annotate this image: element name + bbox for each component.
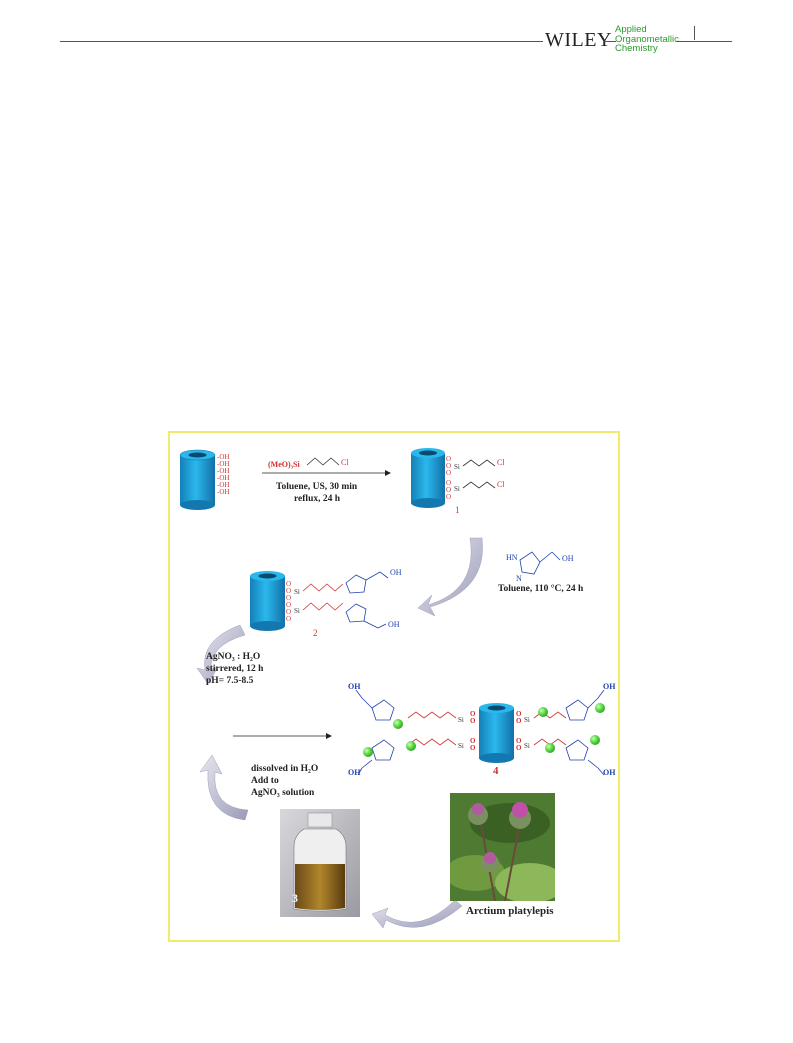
- curved-arrow-1: [417, 537, 483, 617]
- svg-text:Si: Si: [524, 742, 530, 750]
- journal-line2: Organometallic: [615, 33, 679, 45]
- triazole-oh: OH: [562, 554, 574, 563]
- step1-condition-2: reflux, 24 h: [294, 494, 341, 504]
- compound2-oh-top: OH: [390, 568, 402, 577]
- extract-vial-photo: [280, 809, 360, 917]
- svg-text:O: O: [286, 580, 291, 588]
- svg-text:Si: Si: [454, 485, 460, 493]
- triazole-n: N: [516, 574, 522, 583]
- step3-line3: pH= 7.5-8.5: [206, 676, 254, 686]
- journal-line1: Applied: [615, 24, 647, 35]
- svg-text:-OH: -OH: [217, 453, 229, 461]
- publisher-logo: WILEY: [545, 29, 612, 51]
- step1-reagent: (MeO)₃Si: [268, 460, 300, 469]
- header-rule-left: [60, 41, 543, 42]
- journal-line3: Chemistry: [615, 43, 658, 54]
- svg-text:O: O: [286, 601, 291, 609]
- svg-text:-OH: -OH: [217, 481, 229, 489]
- step2-condition: Toluene, 110 °C, 24 h: [498, 584, 584, 594]
- svg-text:O: O: [446, 462, 451, 470]
- nanotube-compound-2: [250, 571, 285, 631]
- step3-line2: stirrered, 12 h: [206, 664, 264, 674]
- svg-text:O: O: [470, 710, 476, 718]
- svg-text:Si: Si: [294, 607, 300, 615]
- header-rule-mid: [604, 41, 616, 42]
- step4-line2: Add to: [251, 776, 279, 786]
- svg-text:O: O: [516, 744, 522, 752]
- step4-line1: dissolved in H₂O: [251, 764, 319, 774]
- svg-text:-OH: -OH: [217, 488, 229, 496]
- compound4-oh-bl: OH: [348, 768, 361, 777]
- svg-text:O: O: [286, 587, 291, 595]
- svg-text:O: O: [470, 737, 476, 745]
- triazole-nh: HN: [506, 553, 518, 562]
- curved-arrow-4: [371, 899, 463, 929]
- compound-4-label: 4: [493, 765, 499, 777]
- step1-reagent-cl: Cl: [341, 458, 349, 467]
- step1-condition-1: Toluene, US, 30 min: [276, 482, 358, 492]
- extract-label: 3: [292, 891, 298, 905]
- compound4-oh-br: OH: [603, 768, 616, 777]
- nanotube-compound-1: [411, 448, 445, 508]
- plant-caption: Arctium platylepis: [466, 905, 554, 917]
- arctium-plant-photo: [450, 793, 555, 901]
- compound1-cl-bottom: Cl: [497, 480, 505, 489]
- svg-text:O: O: [446, 469, 451, 477]
- compound1-cl-top: Cl: [497, 458, 505, 467]
- journal-logo: Applied Organometallic Chemistry: [615, 25, 679, 54]
- header-rule-right: [676, 41, 732, 42]
- svg-text:O: O: [286, 615, 291, 623]
- svg-text:O: O: [286, 608, 291, 616]
- step4-line3: AgNO₃ solution: [251, 788, 315, 798]
- svg-text:-OH: -OH: [217, 474, 229, 482]
- svg-text:O: O: [516, 717, 522, 725]
- svg-text:O: O: [446, 486, 451, 494]
- svg-text:Si: Si: [458, 742, 464, 750]
- svg-text:O: O: [286, 594, 291, 602]
- silver-nanoparticles: [363, 703, 605, 757]
- triazole-reagent: [519, 551, 561, 575]
- compound4-oh-tl: OH: [348, 682, 361, 691]
- svg-text:O: O: [446, 455, 451, 463]
- compound-2-label: 2: [313, 628, 318, 638]
- svg-text:Si: Si: [524, 716, 530, 724]
- tube-oh-groups: -OH -OH -OH -OH -OH -OH: [217, 453, 229, 496]
- svg-text:-OH: -OH: [217, 467, 229, 475]
- svg-text:O: O: [470, 744, 476, 752]
- svg-text:O: O: [470, 717, 476, 725]
- svg-text:O: O: [446, 479, 451, 487]
- nanotube-compound-4: [479, 703, 514, 763]
- svg-text:Si: Si: [294, 588, 300, 596]
- svg-text:O: O: [516, 710, 522, 718]
- compound2-oh-bottom: OH: [388, 620, 400, 629]
- svg-text:Si: Si: [454, 463, 460, 471]
- svg-text:O: O: [516, 737, 522, 745]
- curved-arrow-2: [196, 624, 246, 685]
- svg-text:-OH: -OH: [217, 460, 229, 468]
- svg-text:O: O: [446, 493, 451, 501]
- compound-1-label: 1: [455, 505, 460, 515]
- svg-text:Si: Si: [458, 716, 464, 724]
- nanotube-start: [179, 449, 216, 510]
- header-tick: [694, 26, 695, 40]
- curved-arrow-3: [199, 754, 249, 821]
- step3-line1: AgNO₃ : H₂O: [206, 652, 261, 662]
- compound4-oh-tr: OH: [603, 682, 616, 691]
